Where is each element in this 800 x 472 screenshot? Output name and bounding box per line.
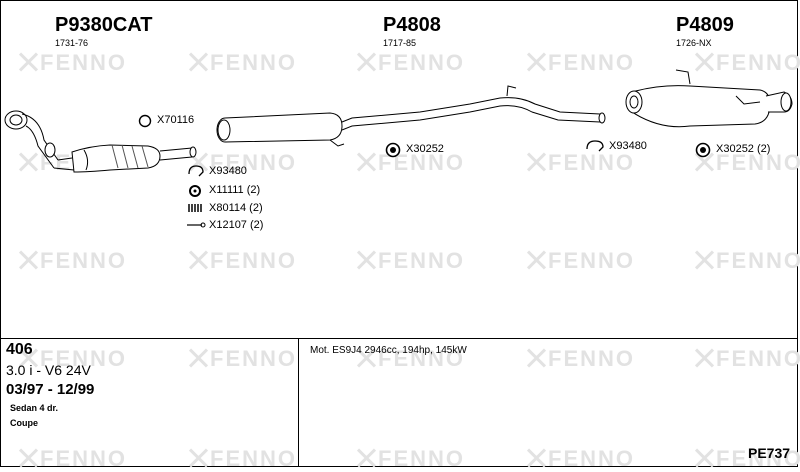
part-number-middle[interactable]: P4808 — [383, 14, 441, 36]
page-code: PE737 — [748, 445, 791, 461]
accessory-x30252-rear[interactable]: X30252 (2) — [716, 143, 771, 155]
part-code-middle: 1717-85 — [383, 38, 417, 48]
washer-icon — [189, 185, 201, 197]
watermark-text: FENNO — [548, 50, 635, 75]
rubber-hanger-icon — [385, 142, 401, 158]
vehicle-body-coupe: Coupe — [10, 418, 38, 428]
bolt-icon — [187, 222, 206, 228]
vehicle-model: 406 — [6, 341, 33, 358]
accessory-x70116[interactable]: X70116 — [157, 114, 195, 126]
watermark-text: FENNO — [378, 248, 465, 273]
watermark-text: FENNO — [716, 50, 800, 75]
watermark-text: FENNO — [210, 346, 297, 371]
watermark-text: FENNO — [716, 150, 800, 175]
watermark-text: FENNO — [40, 248, 127, 273]
ring-gasket-icon — [138, 114, 152, 128]
watermark-text: FENNO — [548, 150, 635, 175]
accessory-x12107[interactable]: X12107 (2) — [209, 219, 264, 231]
vehicle-engine: 3.0 i - V6 24V — [6, 362, 91, 378]
vehicle-body-sedan: Sedan 4 dr. — [10, 403, 59, 413]
accessory-x11111[interactable]: X11111 (2) — [209, 184, 261, 196]
table-divider-horizontal — [0, 338, 798, 339]
accessory-x30252-middle[interactable]: X30252 — [406, 143, 444, 155]
motor-info: Mot. ES9J4 2946cc, 194hp, 145kW — [310, 345, 467, 356]
part-number-catalyst[interactable]: P9380CAT — [55, 14, 153, 36]
clamp-icon-right — [586, 140, 604, 152]
part-number-rear[interactable]: P4809 — [676, 14, 734, 36]
watermark-text: FENNO — [40, 446, 127, 471]
watermark-text: FENNO — [716, 248, 800, 273]
watermark-text: FENNO — [548, 346, 635, 371]
rubber-hanger-icon-rear — [695, 142, 711, 158]
accessory-x80114[interactable]: X80114 (2) — [209, 202, 263, 214]
watermark-text: FENNO — [210, 50, 297, 75]
vehicle-years: 03/97 - 12/99 — [6, 381, 95, 398]
spring-icon — [188, 204, 202, 212]
table-divider-vertical — [298, 338, 299, 467]
watermark-text: FENNO — [378, 50, 465, 75]
accessory-x93480-right[interactable]: X93480 — [609, 140, 647, 152]
accessory-x93480-left[interactable]: X93480 — [209, 165, 247, 177]
middle-silencer-drawing — [216, 85, 606, 147]
watermark-text: FENNO — [548, 446, 635, 471]
watermark-text: FENNO — [548, 248, 635, 273]
rear-silencer-drawing — [625, 69, 793, 128]
watermark-text: FENNO — [716, 446, 800, 471]
catalytic-converter-drawing — [4, 110, 197, 173]
part-code-catalyst: 1731-76 — [55, 38, 89, 48]
part-code-rear: 1726-NX — [676, 38, 712, 48]
watermark-text: FENNO — [378, 446, 465, 471]
clamp-icon — [188, 165, 204, 177]
watermark-text: FENNO — [210, 150, 297, 175]
watermark-text: FENNO — [40, 346, 127, 371]
watermark-text: FENNO — [378, 346, 465, 371]
watermark-text: FENNO — [716, 346, 800, 371]
watermark-text: FENNO — [210, 446, 297, 471]
watermark-text: FENNO — [210, 248, 297, 273]
watermark-text: FENNO — [40, 50, 127, 75]
